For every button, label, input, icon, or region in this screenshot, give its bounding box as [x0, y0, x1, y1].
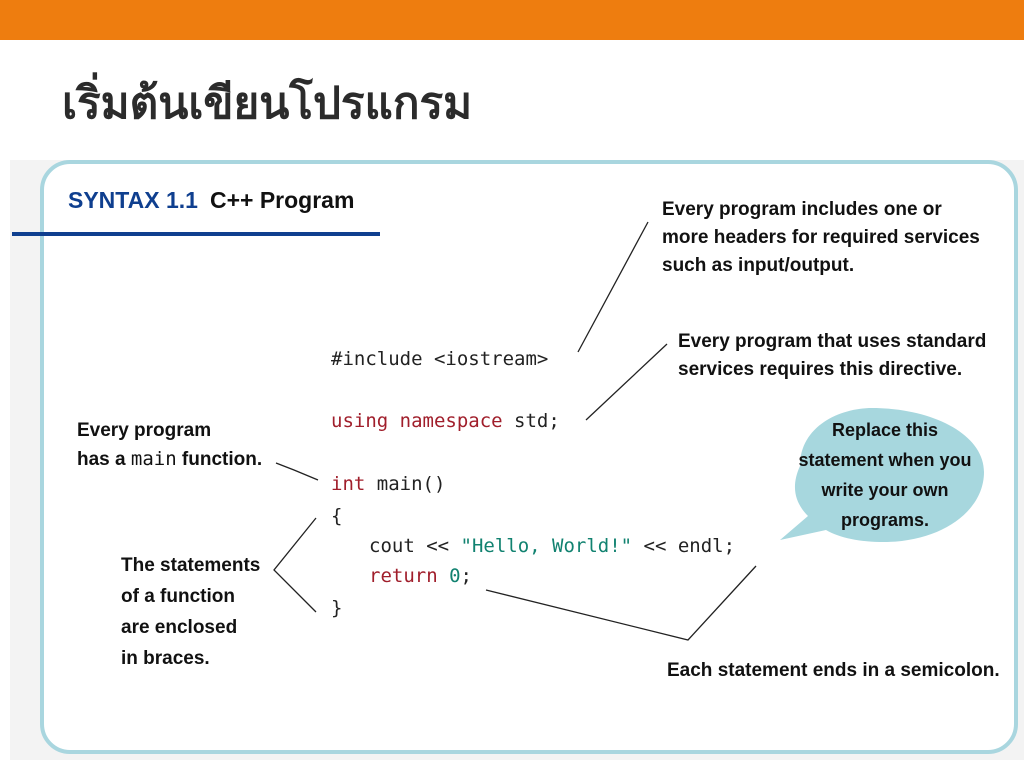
annotation-namespace: Every program that uses standard service…: [678, 331, 987, 380]
code-close-brace: }: [331, 597, 343, 619]
heading-underline: [12, 232, 380, 236]
main-connector: [275, 462, 319, 481]
main-signature: main(): [365, 473, 446, 495]
using-std: std;: [502, 410, 560, 432]
code-cout-line: cout << "Hello, World!" << endl;: [369, 537, 735, 556]
braces-connector: [273, 517, 317, 613]
headers-connector: [577, 221, 649, 353]
speech-bubble: [780, 408, 984, 542]
syntax-title: C++ Program: [209, 187, 355, 213]
speech-bubble-text: Replace this statement when you write yo…: [798, 420, 972, 530]
syntax-label: SYNTAX 1.1: [68, 187, 198, 213]
cout-prefix: cout <<: [369, 535, 461, 557]
code-main-line: int main(): [331, 475, 445, 494]
namespace-connector: [585, 343, 668, 421]
syntax-heading: SYNTAX 1.1 C++ Program: [68, 187, 354, 214]
annotation-headers: Every program includes one or more heade…: [662, 199, 980, 276]
code-using-line: using namespace std;: [331, 412, 560, 431]
return-value: 0: [449, 565, 461, 587]
code-include-line: #include <iostream>: [331, 348, 549, 370]
int-keyword: int: [331, 473, 366, 495]
hello-world-string: "Hello, World!": [460, 535, 633, 557]
slide-title: เริ่มต้นเขียนโปรแกรม: [62, 78, 473, 129]
return-keyword: return: [369, 565, 438, 587]
annotation-semicolon: Each statement ends in a semicolon.: [667, 660, 1000, 681]
code-return-line: return 0;: [369, 565, 472, 587]
annotation-braces: The statements of a function are enclose…: [121, 555, 261, 669]
top-accent-bar: [0, 0, 1024, 40]
cout-suffix: << endl;: [632, 535, 736, 557]
main-code-word: main: [130, 448, 177, 470]
code-open-brace: {: [331, 505, 343, 527]
using-namespace-keyword: using namespace: [331, 410, 503, 432]
annotation-main-function: Every program has a main function.: [77, 420, 263, 470]
semicolon-connector: [485, 565, 757, 641]
